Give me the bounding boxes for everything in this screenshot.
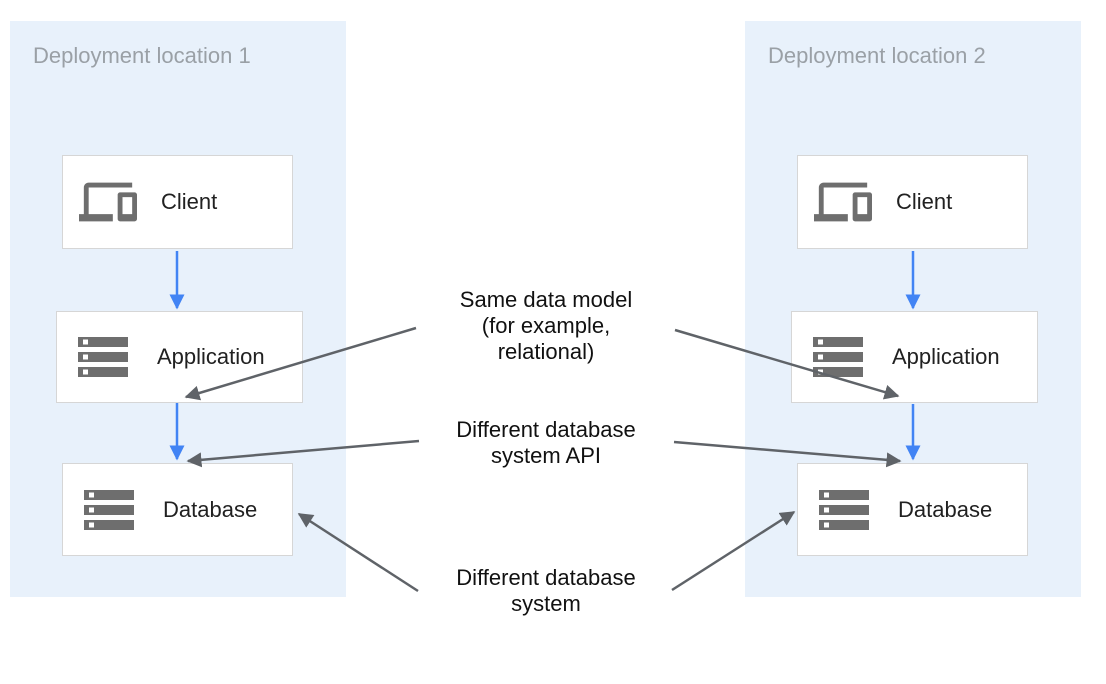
client-node: Client	[797, 155, 1028, 249]
devices-icon	[79, 182, 137, 222]
annotation-line: Different database	[456, 565, 636, 590]
node-label: Client	[896, 189, 953, 214]
devices-icon	[814, 182, 872, 222]
storage-icon	[78, 337, 128, 377]
annotation-line: system API	[490, 443, 602, 468]
panel-title: Deployment location 2	[768, 43, 986, 68]
storage-icon	[84, 489, 134, 530]
storage-icon	[819, 489, 869, 530]
application-node: Application	[791, 311, 1038, 403]
annotation-line: system	[511, 591, 581, 616]
node-label: Client	[161, 189, 218, 214]
deployment-location-1-panel: Deployment location 1 Client Application…	[10, 21, 346, 597]
database-node: Database	[62, 463, 293, 556]
application-node: Application	[56, 311, 303, 403]
annotation-line: Same data model	[459, 287, 633, 312]
annotation-different-database-system-api: Different database system API	[406, 417, 686, 469]
storage-icon	[813, 337, 863, 377]
database-node: Database	[797, 463, 1028, 556]
annotation-different-database-system: Different database system	[406, 565, 686, 617]
deployment-location-2-panel: Deployment location 2 Client Application…	[745, 21, 1081, 597]
annotation-line: Different database	[456, 417, 636, 442]
node-label: Database	[898, 496, 993, 522]
panel-title: Deployment location 1	[33, 43, 251, 68]
node-label: Database	[163, 496, 258, 522]
client-node: Client	[62, 155, 293, 249]
annotation-same-data-model: Same data model (for example, relational…	[406, 287, 686, 365]
node-label: Application	[892, 344, 1000, 369]
annotation-line: (for example,	[481, 313, 611, 338]
annotation-line: relational)	[497, 339, 595, 364]
node-label: Application	[157, 344, 265, 369]
